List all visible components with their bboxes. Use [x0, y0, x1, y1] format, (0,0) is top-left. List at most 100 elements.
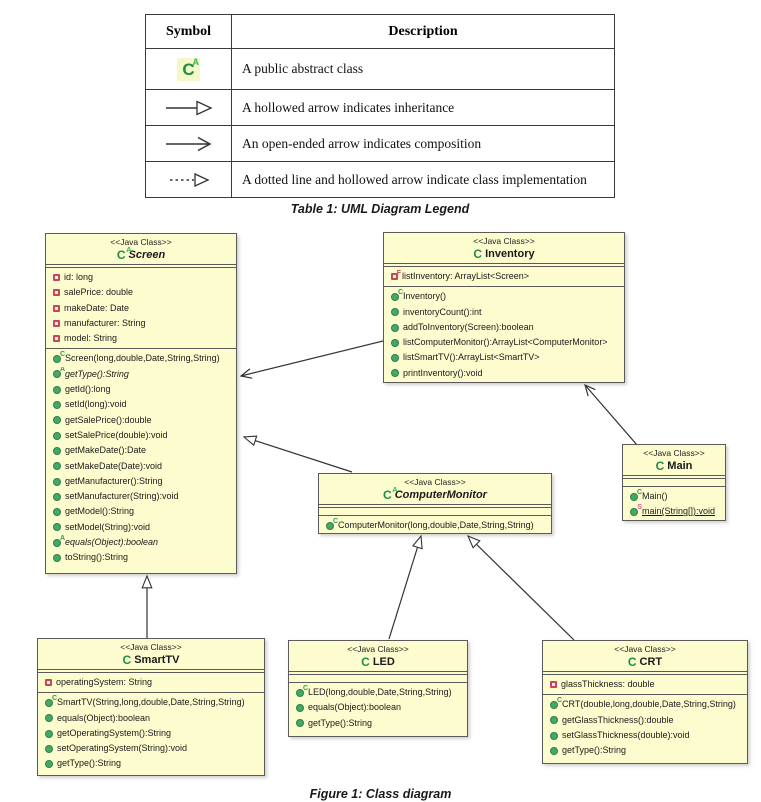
member-row: setSalePrice(double):void — [46, 428, 236, 443]
member-row: C Inventory() — [384, 289, 624, 304]
legend-row-symbol — [146, 125, 232, 161]
member-row: setOperatingSystem(String):void — [38, 741, 264, 756]
member-row: getManufacturer():String — [46, 474, 236, 489]
fields-compartment — [623, 478, 725, 487]
connector-inventory-screen-composition — [239, 340, 384, 379]
member-icon — [550, 716, 558, 725]
member-icon — [391, 308, 399, 317]
stereotype-label: <<Java Class>> — [643, 448, 705, 458]
member-icon: C — [296, 685, 308, 697]
member-row: glassThickness: double — [543, 677, 747, 692]
member-row: model: String — [46, 331, 236, 346]
inheritance-hollow-arrow-icon — [165, 99, 213, 116]
member-row: toString():String — [46, 550, 236, 565]
class-crt: <<Java Class>> CRT glassThickness: doubl… — [542, 640, 748, 764]
methods-compartment: C Screen(long,double,Date,String,String)… — [46, 349, 236, 568]
member-icon — [550, 731, 558, 740]
member-icon — [53, 320, 60, 328]
member-icon: C — [326, 518, 338, 530]
connector-computermonitor-screen-inheritance — [244, 437, 353, 473]
member-row: salePrice: double — [46, 285, 236, 300]
member-icon — [53, 274, 60, 282]
class-icon — [117, 246, 131, 261]
class-header: <<Java Class>> CRT — [543, 641, 747, 672]
methods-compartment: C CRT(double,long,double,Date,String,Str… — [543, 695, 747, 761]
fields-compartment: glassThickness: double — [543, 674, 747, 696]
member-icon — [53, 335, 60, 343]
class-header: <<Java Class>> Screen — [46, 234, 236, 265]
member-icon: C — [391, 289, 403, 301]
member-row: getType():String — [543, 743, 747, 758]
member-row: listSmartTV():ArrayList<SmartTV> — [384, 350, 624, 365]
implementation-dotted-arrow-icon — [169, 172, 210, 187]
methods-compartment: C ComputerMonitor(long,double,Date,Strin… — [319, 516, 551, 536]
member-row: C Main() — [623, 489, 725, 504]
member-icon — [550, 681, 557, 689]
member-row: getType():String — [38, 756, 264, 771]
member-row: operatingSystem: String — [38, 675, 264, 690]
legend-row-symbol — [146, 89, 232, 125]
member-row: getOperatingSystem():String — [38, 726, 264, 741]
class-header: <<Java Class>> ComputerMonitor — [319, 474, 551, 505]
fields-compartment: id: long salePrice: double makeDate: Dat… — [46, 267, 236, 350]
class-name: Main — [667, 460, 693, 472]
member-row: getType():String — [289, 716, 467, 731]
member-row: listComputerMonitor():ArrayList<Computer… — [384, 335, 624, 350]
member-row: addToInventory(Screen):boolean — [384, 320, 624, 335]
member-icon — [53, 508, 61, 517]
connector-crt-computermonitor-inheritance — [468, 536, 575, 641]
member-row: S main(String[]):void — [623, 504, 725, 519]
fields-compartment — [319, 507, 551, 516]
member-icon — [53, 446, 61, 455]
class-icon — [628, 656, 637, 668]
methods-compartment: C LED(long,double,Date,String,String) eq… — [289, 683, 467, 734]
member-icon — [391, 338, 399, 347]
member-row: A equals(Object):boolean — [46, 535, 236, 550]
member-row: setId(long):void — [46, 397, 236, 412]
class-header: <<Java Class>> Main — [623, 445, 725, 476]
member-row: id: long — [46, 270, 236, 285]
member-icon — [296, 719, 304, 728]
legend-row-symbol — [146, 161, 232, 197]
member-row: manufacturer: String — [46, 316, 236, 331]
class-icon — [383, 486, 397, 501]
fields-compartment — [289, 674, 467, 683]
member-icon — [53, 477, 61, 486]
class-icon — [361, 656, 370, 668]
stereotype-label: <<Java Class>> — [110, 237, 172, 247]
member-row: A getType():String — [46, 367, 236, 382]
member-row: inventoryCount():int — [384, 305, 624, 320]
legend-header-description: Description — [388, 23, 458, 39]
class-name: Screen — [128, 249, 166, 261]
member-row: setManufacturer(String):void — [46, 489, 236, 504]
member-icon — [53, 416, 61, 425]
class-smarttv: <<Java Class>> SmartTV operatingSystem: … — [37, 638, 265, 776]
member-icon: C — [53, 351, 65, 364]
methods-compartment: C Inventory() inventoryCount():int addTo… — [384, 287, 624, 384]
member-icon: A — [53, 367, 65, 379]
member-row: getMakeDate():Date — [46, 443, 236, 458]
member-icon — [53, 553, 61, 562]
methods-compartment: C Main() S main(String[]):void — [623, 487, 725, 523]
member-row: equals(Object):boolean — [289, 700, 467, 715]
member-icon — [45, 744, 53, 753]
fields-compartment: F listInventory: ArrayList<Screen> — [384, 266, 624, 288]
member-row: C SmartTV(String,long,double,Date,String… — [38, 695, 264, 710]
member-row: setMakeDate(Date):void — [46, 459, 236, 474]
member-icon: A — [53, 535, 65, 547]
class-inventory: <<Java Class>> Inventory F listInventory… — [383, 232, 625, 383]
member-icon — [391, 369, 399, 378]
stereotype-label: <<Java Class>> — [347, 644, 409, 654]
member-row: printInventory():void — [384, 366, 624, 381]
legend-row-description: A dotted line and hollowed arrow indicat… — [232, 161, 614, 197]
member-icon — [45, 760, 53, 769]
fields-compartment: operatingSystem: String — [38, 672, 264, 694]
class-icon — [473, 248, 482, 260]
member-row: getSalePrice():double — [46, 413, 236, 428]
member-icon: C — [45, 695, 57, 707]
connector-led-computermonitor-inheritance — [388, 536, 421, 640]
member-row: setGlassThickness(double):void — [543, 728, 747, 743]
member-row: setModel(String):void — [46, 520, 236, 535]
member-icon — [53, 431, 61, 440]
